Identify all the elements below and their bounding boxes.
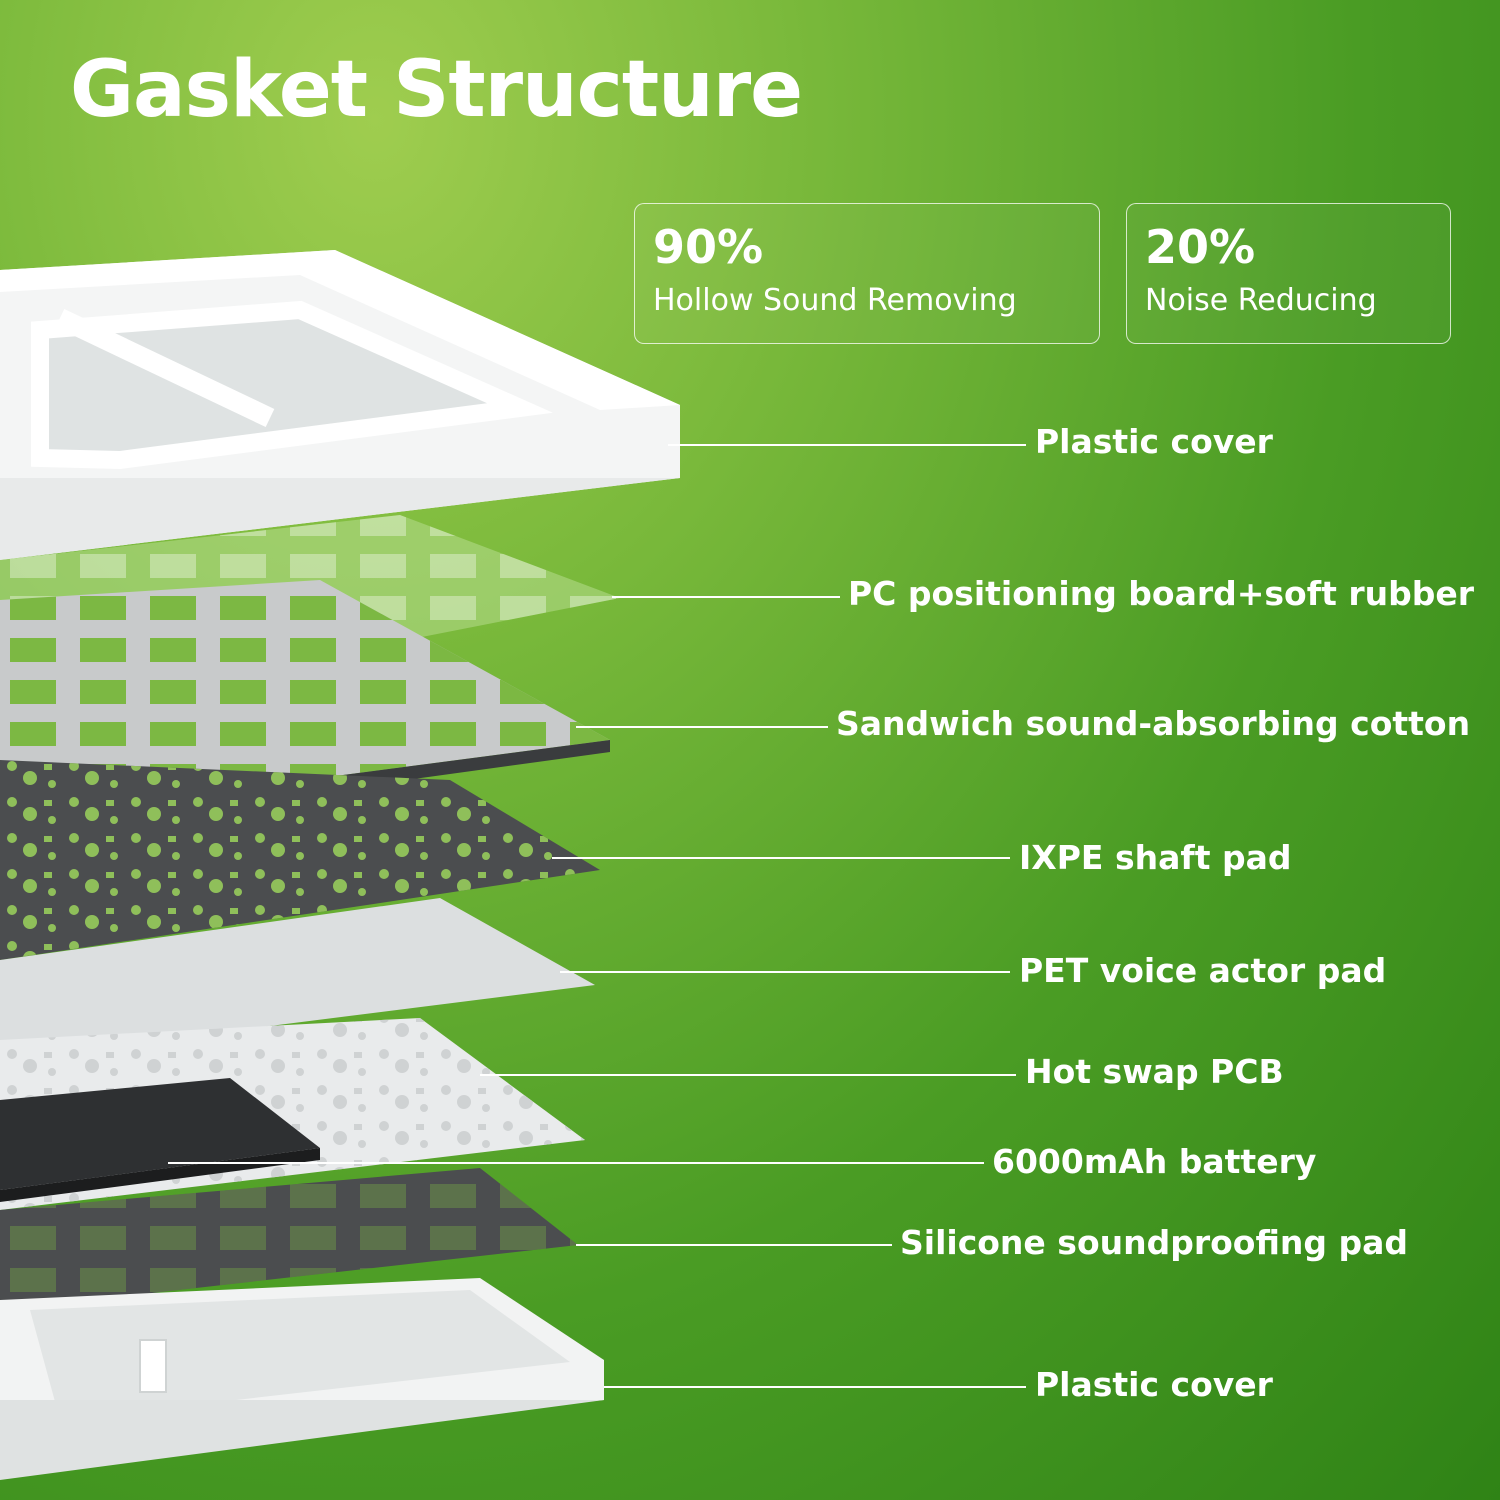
pet-voice-actor-pad bbox=[0, 898, 595, 1060]
leader-line bbox=[576, 726, 828, 728]
leader-line bbox=[668, 444, 1026, 446]
layer-label-hot-swap-pcb: Hot swap PCB bbox=[1025, 1052, 1284, 1091]
bottom-plastic-case bbox=[0, 1278, 604, 1480]
layer-label-sandwich-cotton: Sandwich sound-absorbing cotton bbox=[836, 704, 1471, 743]
layer-label-plastic-cover-top: Plastic cover bbox=[1035, 422, 1273, 461]
leader-line bbox=[560, 971, 1010, 973]
leader-line bbox=[604, 1386, 1026, 1388]
layer-label-ixpe-shaft-pad: IXPE shaft pad bbox=[1019, 838, 1292, 877]
layer-label-battery: 6000mAh battery bbox=[992, 1142, 1317, 1181]
stat-value: 20% bbox=[1145, 220, 1256, 274]
layer-label-silicone-pad: Silicone soundproofing pad bbox=[900, 1223, 1409, 1262]
stat-label: Hollow Sound Removing bbox=[653, 283, 1017, 318]
battery-pack bbox=[0, 1078, 320, 1202]
leader-line bbox=[480, 1074, 1016, 1076]
leader-line bbox=[612, 596, 840, 598]
layer-label-pc-positioning-board: PC positioning board+soft rubber bbox=[848, 574, 1475, 613]
stat-card-noise-reducing: 20% Noise Reducing bbox=[1126, 203, 1451, 344]
leader-line bbox=[552, 857, 1010, 859]
layer-label-plastic-cover-bottom: Plastic cover bbox=[1035, 1365, 1273, 1404]
top-plastic-cover bbox=[0, 250, 680, 560]
leader-line bbox=[576, 1244, 892, 1246]
silicone-soundproofing-pad bbox=[0, 1168, 578, 1310]
stat-card-hollow-sound: 90% Hollow Sound Removing bbox=[634, 203, 1100, 344]
page-title: Gasket Structure bbox=[70, 45, 803, 135]
stat-label: Noise Reducing bbox=[1145, 283, 1377, 318]
ixpe-shaft-pad bbox=[0, 760, 600, 960]
leader-line bbox=[168, 1162, 984, 1164]
stat-value: 90% bbox=[653, 220, 764, 274]
layer-label-pet-voice-actor-pad: PET voice actor pad bbox=[1019, 951, 1387, 990]
